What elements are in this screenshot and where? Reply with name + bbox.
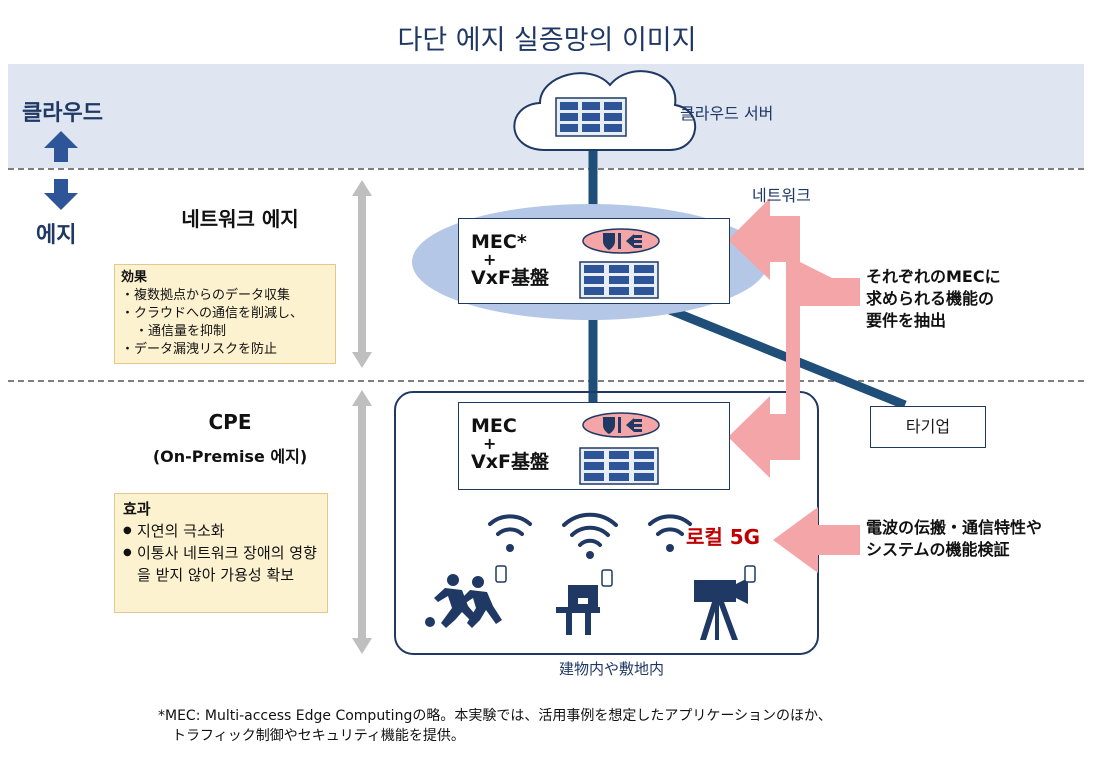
cpe-effects-header: 효과 [123, 500, 151, 518]
wifi-dot-center [586, 551, 594, 559]
network-edge-effects-list: 複数拠点からのデータ収集 クラウドへの通信を削減し、 通信量を抑制 データ漏洩リ… [121, 287, 329, 359]
mec-line2: VxF基盤 [471, 451, 549, 473]
cpe-mec-label: MEC + VxF基盤 [471, 415, 549, 473]
other-company-box: 타기업 [870, 406, 986, 448]
wifi-icons [488, 512, 692, 547]
effect-item: 通信量を抑制 [121, 323, 329, 341]
local-5g-label: 로컬 5G [686, 525, 761, 549]
callout-line: 電波の伝搬・通信特性や [866, 518, 1043, 537]
worker-icon [556, 569, 613, 635]
security-function-icon [582, 228, 660, 254]
callout-line: システムの機能検証 [866, 540, 1010, 559]
security-function-icon [582, 412, 660, 438]
mec-line1: MEC [471, 415, 517, 437]
cloud-server-icon [555, 97, 627, 137]
cpe-effects-box: 효과 지연의 극소화 이통사 네트워크 장애의 영향을 받지 않아 가용성 확보 [114, 493, 328, 613]
cloud-server-label: 클라우드 서버 [680, 104, 774, 123]
tier-arrows [44, 131, 78, 210]
callout-line: 要件を抽出 [866, 311, 947, 330]
cpe-subtitle: (On-Premise 에지) [152, 447, 308, 466]
camera-icon [694, 565, 756, 640]
cpe-effects-list: 지연의 극소화 이통사 네트워크 장애의 영향을 받지 않아 가용성 확보 [123, 520, 319, 586]
cloud-edge-divider [8, 168, 1084, 170]
cpe-server-icon [579, 447, 659, 485]
callout-line: それぞれのMECに [866, 267, 1001, 286]
diagram-title: 다단 에지 실증망의 이미지 [397, 25, 697, 56]
mec-plus: + [483, 250, 497, 269]
network-label: 네트워크 [752, 186, 811, 205]
network-edge-effects-box: 効果 複数拠点からのデータ収集 クラウドへの通信を削減し、 通信量を抑制 データ… [114, 264, 336, 364]
wifi-dot-right [666, 544, 674, 552]
network-server-icon [579, 261, 659, 299]
effect-item: クラウドへの通信を削減し、 [121, 305, 329, 323]
site-label: 建物内や敷地内 [558, 660, 664, 678]
cpe-mec-box: MEC + VxF基盤 [458, 402, 730, 490]
footnote-line: *MEC: Multi-access Edge Computingの略。本実験で… [158, 708, 832, 724]
network-edge-effects-header: 効果 [121, 270, 148, 285]
network-edge-title: 네트워크 에지 [181, 207, 299, 231]
mec-plus: + [483, 434, 497, 453]
effect-item: データ漏洩リスクを防止 [121, 341, 329, 359]
callout-line: 求められる機能の [866, 289, 995, 308]
tier-label-cloud: 클라우드 [22, 101, 103, 126]
network-mec-label: MEC* + VxF基盤 [471, 231, 549, 289]
effect-item: 지연의 극소화 [123, 520, 319, 542]
footnote: *MEC: Multi-access Edge Computingの略。本実験で… [158, 706, 1058, 746]
mec-line1: MEC* [471, 231, 527, 253]
verification-callout: 電波の伝搬・通信特性や システムの機能検証 [862, 515, 1090, 563]
effect-item: 複数拠点からのデータ収集 [121, 287, 329, 305]
effect-item-continued: 通信量を抑制 [148, 324, 227, 339]
mec-line2: VxF基盤 [471, 267, 549, 289]
network-mec-box: MEC* + VxF基盤 [458, 218, 730, 304]
pink-arrows [728, 198, 860, 573]
requirements-callout: それぞれのMECに 求められる機能の 要件を抽出 [862, 264, 1050, 334]
wifi-dot-left [506, 544, 514, 552]
cpe-title: CPE [208, 410, 252, 434]
tier-label-edge: 에지 [36, 223, 77, 248]
zone-extent-arrows [352, 180, 372, 654]
network-cpe-divider [8, 380, 1084, 382]
footnote-line: トラフィック制御やセキュリティ機能を提供。 [172, 728, 465, 744]
effect-item: 이통사 네트워크 장애의 영향을 받지 않아 가용성 확보 [123, 542, 319, 586]
athletes-icon [425, 565, 507, 628]
